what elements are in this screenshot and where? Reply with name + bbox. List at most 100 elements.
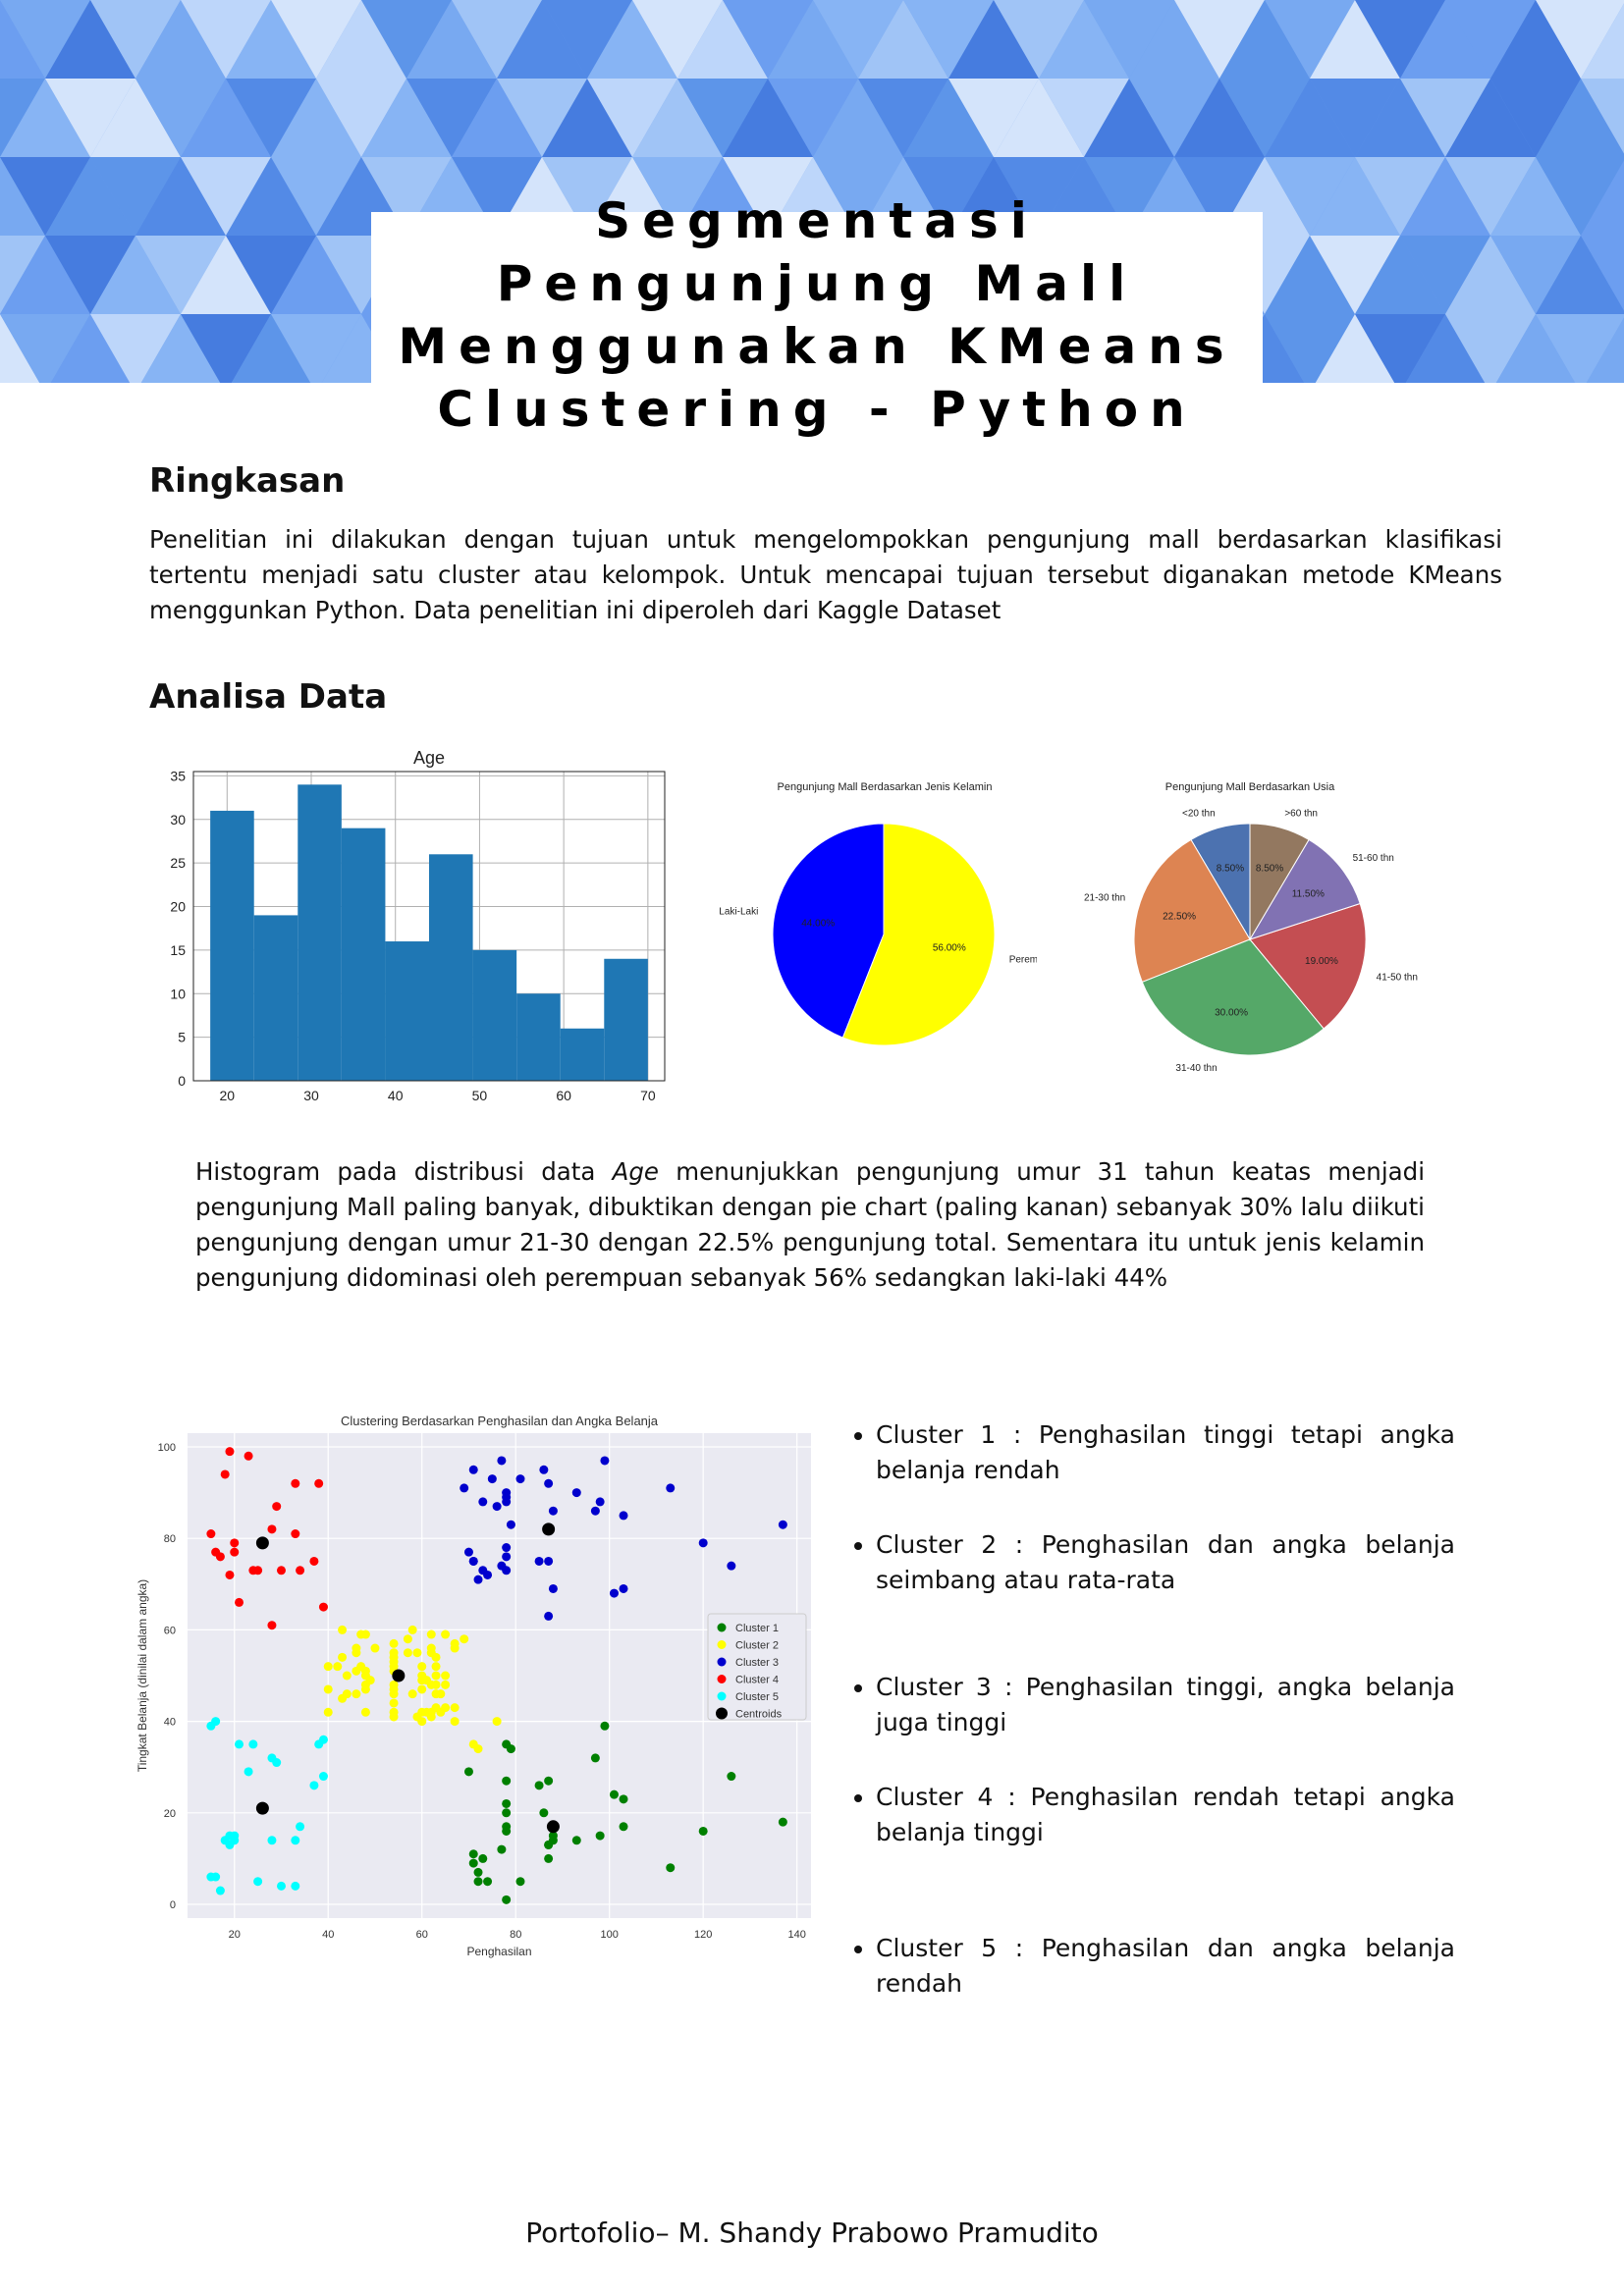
scatter-point bbox=[318, 1602, 328, 1612]
banner-triangle bbox=[1355, 314, 1445, 383]
scatter-point bbox=[441, 1671, 451, 1681]
age-pie-slice-pct: 8.50% bbox=[1256, 864, 1283, 875]
banner-triangle bbox=[948, 0, 1039, 79]
banner-triangle bbox=[316, 0, 406, 79]
analysis-heading: Analisa Data bbox=[149, 677, 388, 717]
scatter-point bbox=[276, 1566, 286, 1575]
banner-triangle bbox=[813, 79, 903, 157]
scatter-point bbox=[389, 1648, 399, 1658]
scatter-point bbox=[497, 1456, 507, 1466]
scatter-point bbox=[698, 1538, 708, 1548]
banner-triangle bbox=[452, 79, 542, 157]
analysis-text-age: Age bbox=[612, 1157, 660, 1186]
banner-triangle bbox=[361, 79, 452, 157]
scatter-point bbox=[441, 1703, 451, 1713]
scatter-point bbox=[248, 1739, 258, 1749]
banner-triangle bbox=[90, 314, 181, 383]
banner-triangle bbox=[632, 79, 723, 157]
banner-triangle bbox=[0, 79, 90, 157]
banner-triangle bbox=[1536, 79, 1624, 157]
banner-triangle bbox=[768, 79, 858, 157]
scatter-point bbox=[515, 1474, 525, 1484]
scatter-point bbox=[492, 1717, 502, 1727]
analysis-text: Histogram pada distribusi data Age menun… bbox=[195, 1154, 1425, 1296]
scatter-point bbox=[534, 1556, 544, 1566]
banner-triangle bbox=[858, 79, 948, 157]
scatter-point bbox=[468, 1465, 478, 1474]
scatter-legend-box bbox=[707, 1613, 807, 1721]
banner-triangle bbox=[271, 157, 361, 236]
x-tick-label: 40 bbox=[322, 1929, 334, 1941]
age-pie-slice-label: 51-60 thn bbox=[1353, 853, 1394, 864]
scatter-point bbox=[417, 1684, 427, 1694]
scatter-point bbox=[698, 1826, 708, 1836]
banner-triangle bbox=[135, 79, 226, 157]
scatter-point bbox=[502, 1552, 512, 1562]
y-tick-label: 60 bbox=[164, 1625, 176, 1636]
scatter-point bbox=[619, 1794, 628, 1804]
scatter-point bbox=[323, 1684, 333, 1694]
banner-triangle bbox=[1536, 0, 1624, 79]
scatter-point bbox=[267, 1836, 277, 1845]
scatter-point bbox=[338, 1652, 348, 1662]
scatter-point bbox=[403, 1648, 412, 1658]
age-pie-slice-label: 31-40 thn bbox=[1175, 1063, 1217, 1074]
scatter-point bbox=[215, 1886, 225, 1896]
legend-label: Cluster 2 bbox=[735, 1640, 779, 1652]
y-tick-label: 35 bbox=[170, 768, 186, 783]
scatter-point bbox=[314, 1478, 324, 1488]
banner-triangle bbox=[0, 157, 90, 236]
scatter-point bbox=[450, 1703, 460, 1713]
scatter-point bbox=[431, 1671, 441, 1681]
scatter-point bbox=[244, 1767, 253, 1777]
scatter-point bbox=[590, 1506, 600, 1516]
scatter-point bbox=[225, 1570, 235, 1579]
x-tick-label: 80 bbox=[510, 1929, 521, 1941]
scatter-point bbox=[407, 1689, 417, 1699]
scatter-point bbox=[407, 1625, 417, 1634]
banner-triangle bbox=[181, 314, 271, 383]
gender-pie-title: Pengunjung Mall Berdasarkan Jenis Kelami… bbox=[778, 781, 993, 793]
banner-triangle bbox=[181, 157, 271, 236]
scatter-point bbox=[590, 1753, 600, 1763]
x-tick-label: 70 bbox=[640, 1088, 656, 1103]
scatter-point bbox=[544, 1556, 554, 1566]
scatter-point bbox=[333, 1662, 343, 1672]
scatter-point bbox=[360, 1629, 370, 1639]
scatter-point bbox=[460, 1483, 469, 1493]
x-tick-label: 100 bbox=[601, 1929, 619, 1941]
banner-triangle bbox=[1084, 79, 1174, 157]
scatter-point bbox=[318, 1772, 328, 1782]
banner-triangle bbox=[271, 0, 361, 79]
gender-pie-slice-pct: 56.00% bbox=[933, 943, 966, 954]
scatter-point bbox=[595, 1831, 605, 1841]
x-tick-label: 20 bbox=[219, 1088, 235, 1103]
banner-triangle bbox=[677, 0, 768, 79]
scatter-point bbox=[436, 1689, 446, 1699]
banner-triangle bbox=[271, 314, 361, 383]
gender-pie-slice-pct: 44.00% bbox=[801, 918, 835, 929]
cluster-2-item: Cluster 2 : Penghasilan dan angka belanj… bbox=[876, 1527, 1455, 1598]
scatter-point bbox=[255, 1536, 269, 1550]
scatter-point bbox=[253, 1877, 263, 1887]
banner-triangle bbox=[1174, 0, 1265, 79]
banner-triangle bbox=[316, 79, 406, 157]
cluster-5-item: Cluster 5 : Penghasilan dan angka belanj… bbox=[876, 1931, 1455, 2002]
scatter-point bbox=[291, 1836, 300, 1845]
scatter-point bbox=[666, 1863, 676, 1873]
banner-triangle bbox=[90, 0, 181, 79]
x-tick-label: 60 bbox=[556, 1088, 571, 1103]
scatter-point bbox=[253, 1566, 263, 1575]
scatter-point bbox=[473, 1867, 483, 1877]
age-pie-slice bbox=[1133, 838, 1251, 984]
banner-triangle bbox=[452, 157, 542, 236]
banner-triangle bbox=[994, 157, 1084, 236]
banner-triangle bbox=[1129, 0, 1219, 79]
age-pie-slice-label: >60 thn bbox=[1284, 809, 1318, 820]
scatter-point bbox=[323, 1707, 333, 1717]
banner-triangle bbox=[1219, 0, 1310, 79]
x-tick-label: 20 bbox=[229, 1929, 241, 1941]
banner-triangle bbox=[1265, 79, 1355, 157]
banner-triangle bbox=[135, 157, 226, 236]
banner-triangle bbox=[1310, 236, 1400, 314]
